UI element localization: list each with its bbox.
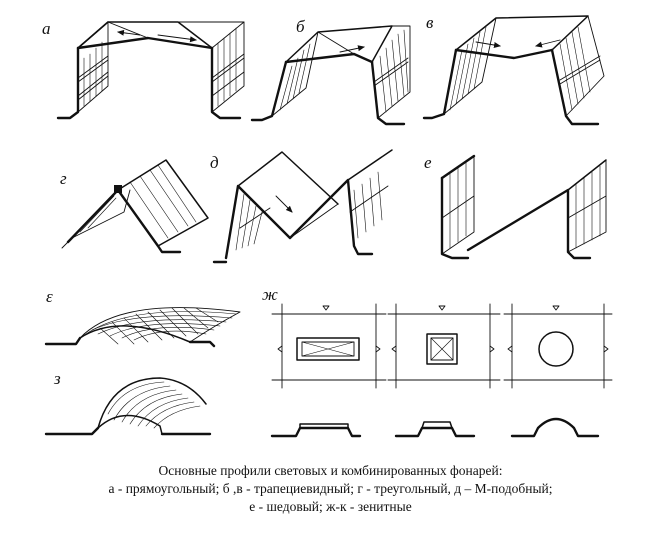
label-zh: ж: [262, 285, 278, 304]
caption-title: Основные профили световых и комбинирован…: [158, 463, 503, 478]
profile-zh-zenith: ж: [262, 285, 613, 438]
profile-g-triangular: г: [60, 159, 209, 254]
plan-square: [387, 303, 501, 438]
label-v: в: [426, 13, 434, 32]
profile-a-rectangular: а: [42, 19, 245, 120]
profile-d-m-shaped: д: [210, 149, 393, 264]
profile-yo-vault: ε: [44, 287, 241, 348]
figure-caption: Основные профили световых и комбинирован…: [0, 462, 661, 516]
label-g: г: [60, 169, 67, 188]
label-a: а: [42, 19, 51, 38]
plan-rectangular: [270, 303, 387, 438]
profile-b-trapezoidal: б: [250, 17, 411, 126]
label-yo: ε: [46, 287, 53, 306]
caption-line-2: е - шедовый; ж-к - зенитные: [249, 499, 412, 514]
label-d: д: [210, 153, 219, 172]
label-e: е: [424, 153, 432, 172]
label-b: б: [296, 17, 305, 36]
profile-z-arch: з: [44, 369, 212, 436]
profile-e-shed: е: [424, 153, 607, 260]
label-z: з: [53, 369, 61, 388]
profile-v-trapezoidal: в: [422, 13, 605, 126]
caption-line-1: а - прямоугольный; б ,в - трапециевидный…: [108, 481, 553, 496]
plan-round: [503, 303, 613, 438]
